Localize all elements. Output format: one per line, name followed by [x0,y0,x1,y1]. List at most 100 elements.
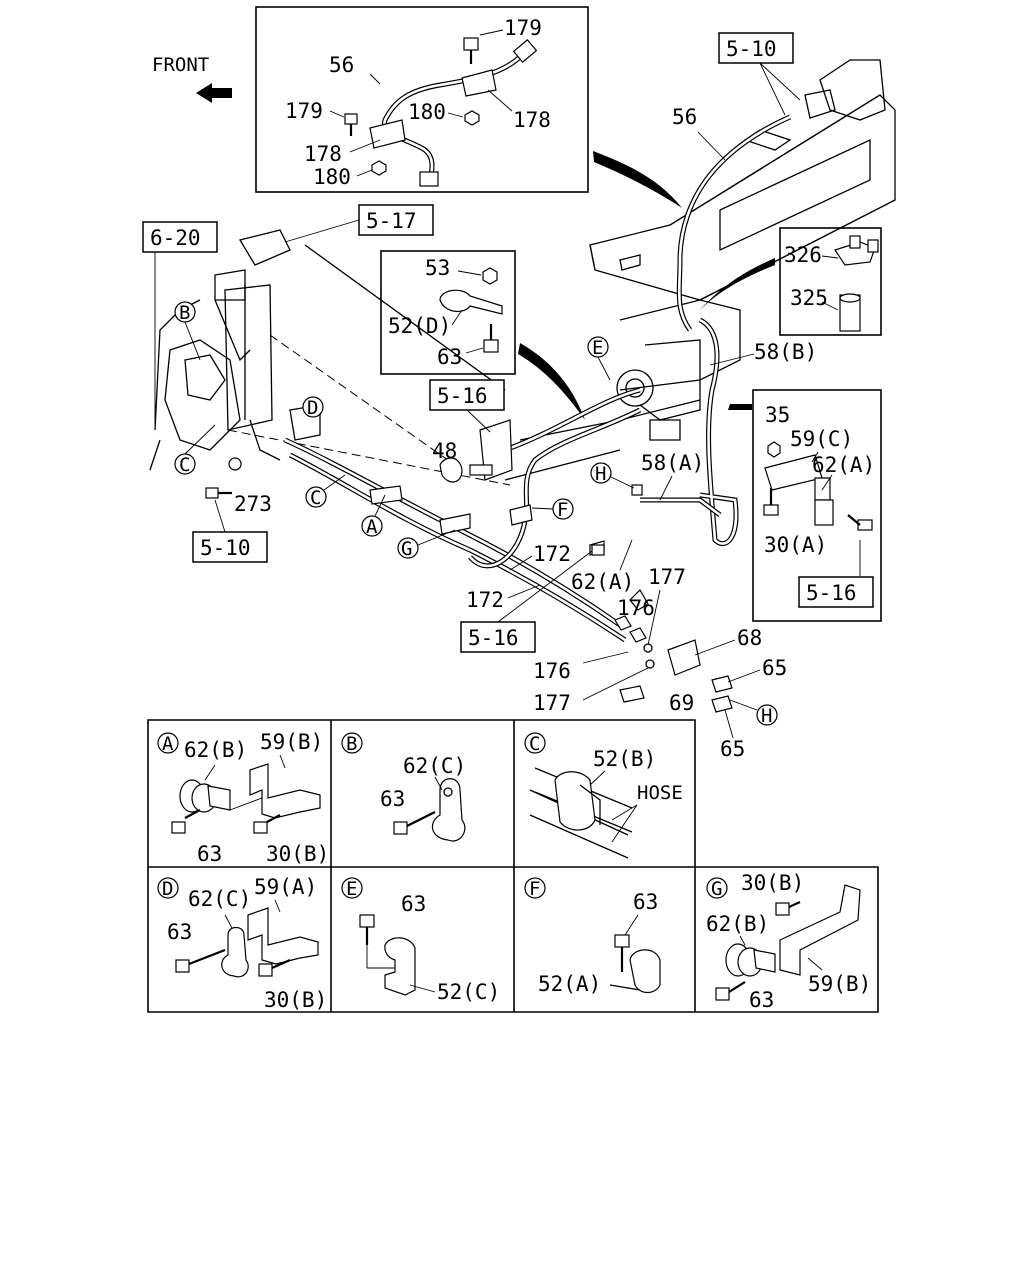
detail-b-marker: B [346,733,357,755]
detail-b-part-63: 63 [380,787,405,811]
detail-e-panel: E 63 52(C) [341,877,500,1004]
detail-d-panel: D 62(C) 59(A) 63 30(B) [157,875,327,1012]
part-180-label: 180 [408,100,446,124]
detail-g-marker: G [711,878,722,900]
part-65-label: 65 [720,737,745,761]
leader-sweep [518,343,585,420]
detail-d-part-30b: 30(B) [264,988,327,1012]
detail-c-hose-label: HOSE [637,782,683,804]
reference-box: 5-17 [284,204,434,243]
inset-52d-clip: 53 52(D) 63 [380,250,516,375]
reference-box: 5-10 [192,499,268,563]
callout-h-marker: H [761,705,772,727]
detail-b-part-62c: 62(C) [403,754,466,778]
detail-d-part-59a: 59(A) [254,875,317,899]
part-52d-label: 52(D) [388,314,451,338]
detail-a-part-59b: 59(B) [260,730,323,754]
callout-f-marker: F [557,499,568,521]
part-176-label: 176 [617,596,655,620]
detail-e-marker: E [346,878,357,900]
part-58a-label: 58(A) [641,451,704,475]
ref-5-16-label: 5-16 [437,384,488,408]
front-label: FRONT [152,54,209,76]
detail-d-part-62c: 62(C) [188,887,251,911]
leader-sweep [593,151,682,208]
detail-f-panel: F 63 52(A) [524,877,661,996]
callout-d-marker: D [307,397,318,419]
callout-g-marker: G [401,538,412,560]
part-63-label: 63 [437,345,462,369]
part-177-label: 177 [648,565,686,589]
reference-box: 5-16 [460,544,601,653]
part-172-label: 172 [533,542,571,566]
reference-box: 5-16 [798,576,874,608]
detail-d-marker: D [162,878,173,900]
part-69-label: 69 [669,691,694,715]
part-30a-label: 30(A) [764,533,827,557]
reference-box: 6-20 [142,221,218,430]
leader-sweep [728,404,752,410]
detail-e-part-63: 63 [401,892,426,916]
detail-f-part-52a: 52(A) [538,972,601,996]
reference-box: 5-10 [718,32,801,116]
detail-g-part-30b: 30(B) [741,871,804,895]
chassis-frame [504,59,896,481]
detail-g-part-62b: 62(B) [706,912,769,936]
detail-a-part-63: 63 [197,842,222,866]
callout-c-marker: C [310,487,321,509]
ref-5-16-label: 5-16 [468,626,519,650]
detail-a-marker: A [162,733,174,755]
detail-g-panel: G 30(B) 62(B) 63 59(B) [706,871,871,1012]
detail-c-marker: C [529,733,540,755]
part-48-label: 48 [432,439,457,463]
part-172-label: 172 [466,588,504,612]
inset-326-325: 326 325 [779,227,882,336]
ref-5-10-label: 5-10 [726,37,777,61]
detail-f-part-63: 63 [633,890,658,914]
detail-grid [147,719,879,1013]
part-59c-label: 59(C) [790,427,853,451]
callout-c-marker: C [179,454,190,476]
main-part-labels: 56 58(B) 48 58(A) 273 172 172 62(A) 177 … [234,105,817,761]
part-62a-label: 62(A) [571,570,634,594]
ref-5-17-label: 5-17 [366,209,417,233]
reference-box: 5-16 [429,379,505,433]
detail-a-part-62b: 62(B) [184,738,247,762]
detail-b-panel: B 62(C) 63 [341,732,466,842]
ref-6-20-label: 6-20 [150,226,201,250]
part-179-label: 179 [504,16,542,40]
front-direction-indicator: FRONT [152,54,232,103]
inset-59c-bracket: 35 59(C) 62(A) 30(A) [752,389,882,622]
part-35-label: 35 [765,403,790,427]
detail-c-panel: C 52(B) HOSE [524,732,683,859]
detail-f-marker: F [529,878,540,900]
inset-top-pipe-clamp: 179 56 179 180 178 178 180 [255,6,589,193]
detail-e-part-52c: 52(C) [437,980,500,1004]
part-58b-label: 58(B) [754,340,817,364]
ref-5-10-label: 5-10 [200,536,251,560]
part-176-label: 176 [533,659,571,683]
callout-a-marker: A [366,516,378,538]
part-326-label: 326 [784,243,822,267]
part-68-label: 68 [737,626,762,650]
callout-b-marker: B [179,302,190,324]
part-53-label: 53 [425,256,450,280]
part-178-label: 178 [304,142,342,166]
detail-d-part-63: 63 [167,920,192,944]
part-273-label: 273 [234,492,272,516]
ref-5-16-label: 5-16 [806,581,857,605]
detail-c-part-52b: 52(B) [593,747,656,771]
callout-h-marker: H [595,463,606,485]
callout-markers: B C D C A G E F H H [174,301,778,727]
part-177-label: 177 [533,691,571,715]
part-65-label: 65 [762,656,787,680]
detail-a-part-30b: 30(B) [266,842,329,866]
detail-a-panel: A 62(B) 59(B) 63 30(B) [157,730,329,866]
front-arrow-icon [196,83,232,103]
callout-e-marker: E [592,337,603,359]
detail-g-part-63: 63 [749,988,774,1012]
detail-g-part-59b: 59(B) [808,972,871,996]
part-62a-label: 62(A) [812,453,875,477]
part-180-label: 180 [313,165,351,189]
